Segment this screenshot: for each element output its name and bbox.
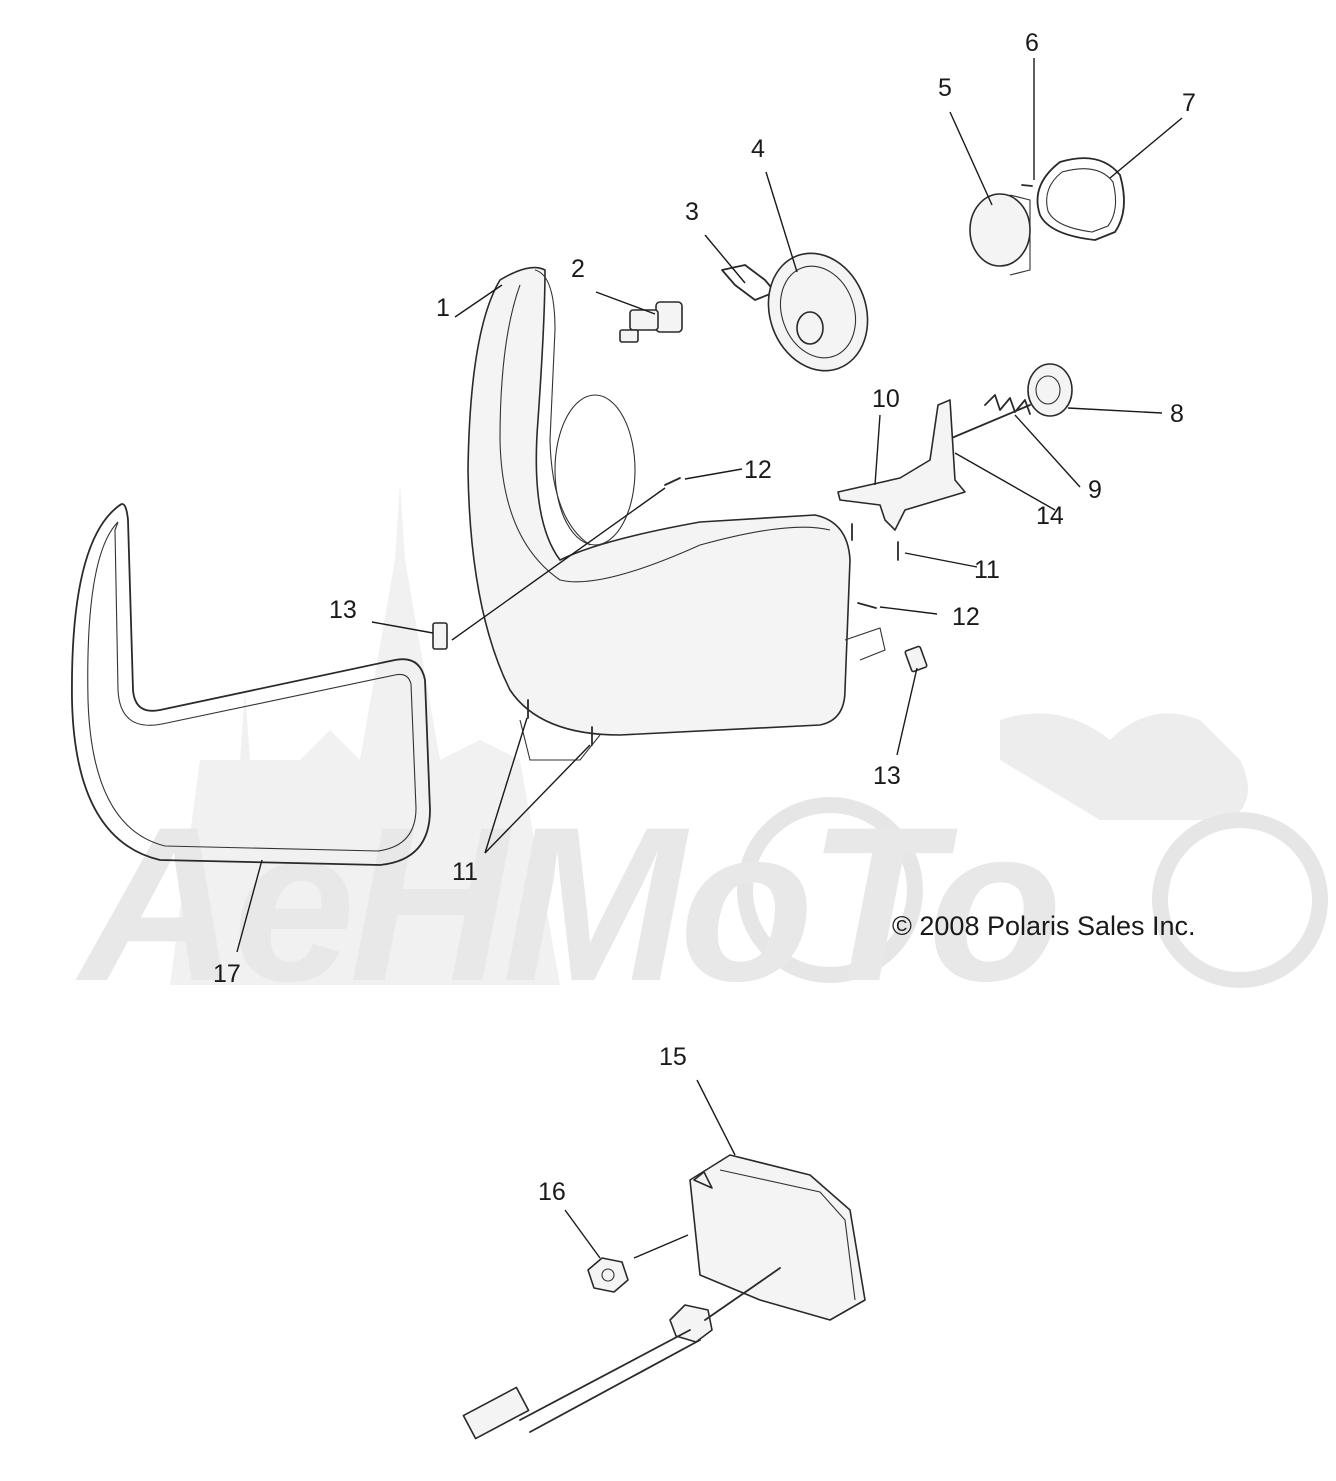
part-10-bracket bbox=[837, 399, 966, 531]
callout-7: 7 bbox=[1182, 89, 1196, 117]
callout-10: 10 bbox=[872, 385, 900, 413]
part-4-cover bbox=[767, 252, 869, 372]
part-7-gasket bbox=[1036, 157, 1125, 241]
part-16-nut bbox=[587, 1257, 629, 1293]
callout-11-lower: 11 bbox=[452, 858, 478, 886]
callout-12-lower: 12 bbox=[952, 603, 980, 631]
callout-14: 14 bbox=[1036, 502, 1064, 530]
part-6-screw bbox=[1021, 184, 1033, 187]
part-8-knob bbox=[1027, 363, 1073, 417]
part-3-clip bbox=[721, 264, 776, 301]
callout-13-right: 13 bbox=[873, 762, 901, 790]
callout-5: 5 bbox=[938, 74, 952, 102]
callout-11-upper: 11 bbox=[974, 556, 1000, 584]
part-13-clips bbox=[432, 622, 928, 673]
callout-15: 15 bbox=[659, 1043, 687, 1071]
callout-9: 9 bbox=[1088, 476, 1102, 504]
part-11-screws bbox=[527, 523, 899, 746]
part-9-spring bbox=[984, 394, 1031, 415]
callout-12-upper: 12 bbox=[744, 456, 772, 484]
part-15-harness bbox=[462, 1267, 781, 1440]
watermark-wheel-front bbox=[1152, 812, 1328, 988]
callout-8: 8 bbox=[1170, 400, 1184, 428]
callout-2: 2 bbox=[571, 255, 585, 283]
part-2-bulb bbox=[619, 301, 683, 343]
callout-3: 3 bbox=[685, 198, 699, 226]
leader-lines bbox=[236, 58, 1183, 1259]
watermark-wheel-rear bbox=[737, 797, 923, 983]
watermark-logo: AeHMoTo bbox=[60, 485, 1328, 1027]
callout-16: 16 bbox=[538, 1178, 566, 1206]
part-17-gasket bbox=[71, 503, 431, 866]
callout-4: 4 bbox=[751, 135, 765, 163]
callout-labels: 1 2 3 4 5 6 7 8 9 10 11 11 12 12 13 13 1… bbox=[213, 29, 1196, 1206]
copyright-notice: © 2008 Polaris Sales Inc. bbox=[892, 911, 1196, 941]
part-12-screws bbox=[664, 477, 877, 609]
callout-13-left: 13 bbox=[329, 596, 357, 624]
watermark-text: AeHMoTo bbox=[75, 781, 1056, 1027]
part-5-lamp bbox=[969, 193, 1031, 276]
callout-1: 1 bbox=[436, 294, 450, 322]
callout-17: 17 bbox=[213, 960, 241, 988]
part-1-housing bbox=[467, 266, 886, 761]
part-15-taillamp bbox=[689, 1154, 866, 1321]
callout-6: 6 bbox=[1025, 29, 1039, 57]
